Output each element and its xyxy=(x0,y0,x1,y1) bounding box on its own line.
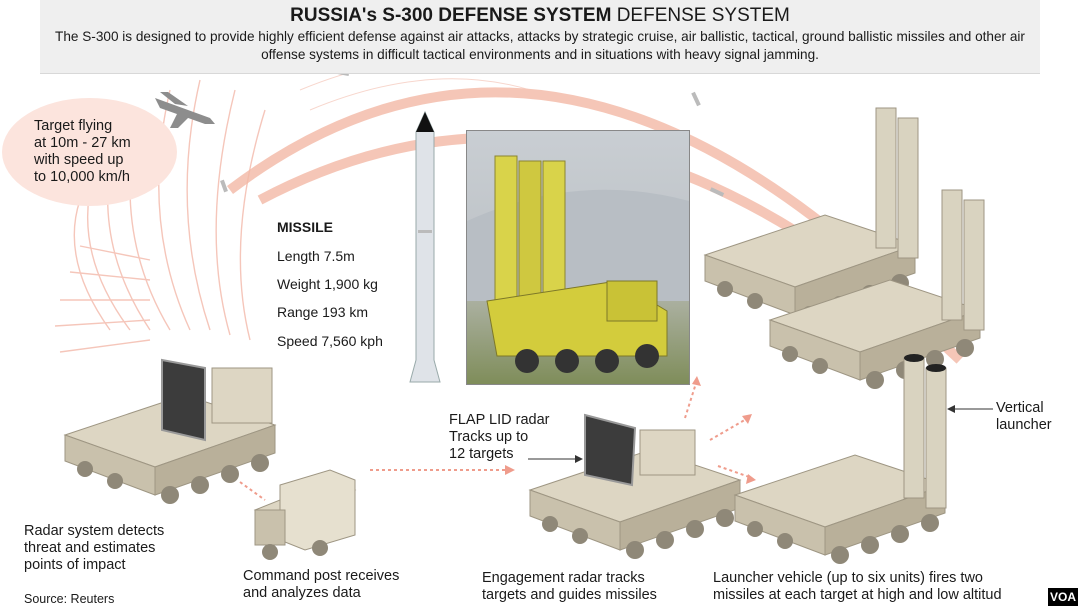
missile-speed: Speed 7,560 kph xyxy=(277,333,383,349)
missile-weight: Weight 1,900 kg xyxy=(277,276,378,292)
missile-range: Range 193 km xyxy=(277,304,369,320)
radar-waves xyxy=(54,79,266,353)
source-credit: Source: Reuters xyxy=(24,592,115,606)
radar-caption: Radar system detects threat and estimate… xyxy=(24,523,165,573)
launcher-caption: Launcher vehicle (up to six units) fires… xyxy=(713,570,1002,603)
flow-arrows xyxy=(239,379,753,501)
radar-antenna-icon xyxy=(161,358,273,442)
command-caption: Command post receives and analyzes data xyxy=(243,568,400,601)
voa-logo: VOA xyxy=(1048,588,1078,606)
missile-length: Length 7.5m xyxy=(277,248,355,264)
target-label: Target flying at 10m - 27 km with speed … xyxy=(34,118,131,185)
missile-heading: MISSILE xyxy=(277,219,334,235)
command-post-vehicle xyxy=(253,469,357,560)
airplane-icon xyxy=(155,92,215,128)
page-title: RUSSIA's S-300 DEFENSE SYSTEM DEFENSE SY… xyxy=(48,4,1032,28)
title-bold: RUSSIA's S-300 DEFENSE SYSTEM xyxy=(290,5,612,26)
vertical-launcher-label: Vertical launcher xyxy=(996,400,1052,433)
flap-lid-label: FLAP LID radar Tracks up to 12 targets xyxy=(449,412,550,462)
engagement-radar-vehicle xyxy=(529,449,741,560)
launcher-tubes xyxy=(875,107,985,509)
header-panel: RUSSIA's S-300 DEFENSE SYSTEM DEFENSE SY… xyxy=(40,0,1040,74)
missile-icon xyxy=(409,110,441,383)
title-rest: DEFENSE SYSTEM xyxy=(616,5,790,26)
engagement-caption: Engagement radar tracks targets and guid… xyxy=(482,570,657,603)
s300-photo-illustration xyxy=(467,155,689,373)
target-bubble xyxy=(2,98,177,206)
engagement-radar-antenna-icon xyxy=(584,413,696,487)
s300-photo xyxy=(466,130,690,385)
description: The S-300 is designed to provide highly … xyxy=(55,29,1025,62)
